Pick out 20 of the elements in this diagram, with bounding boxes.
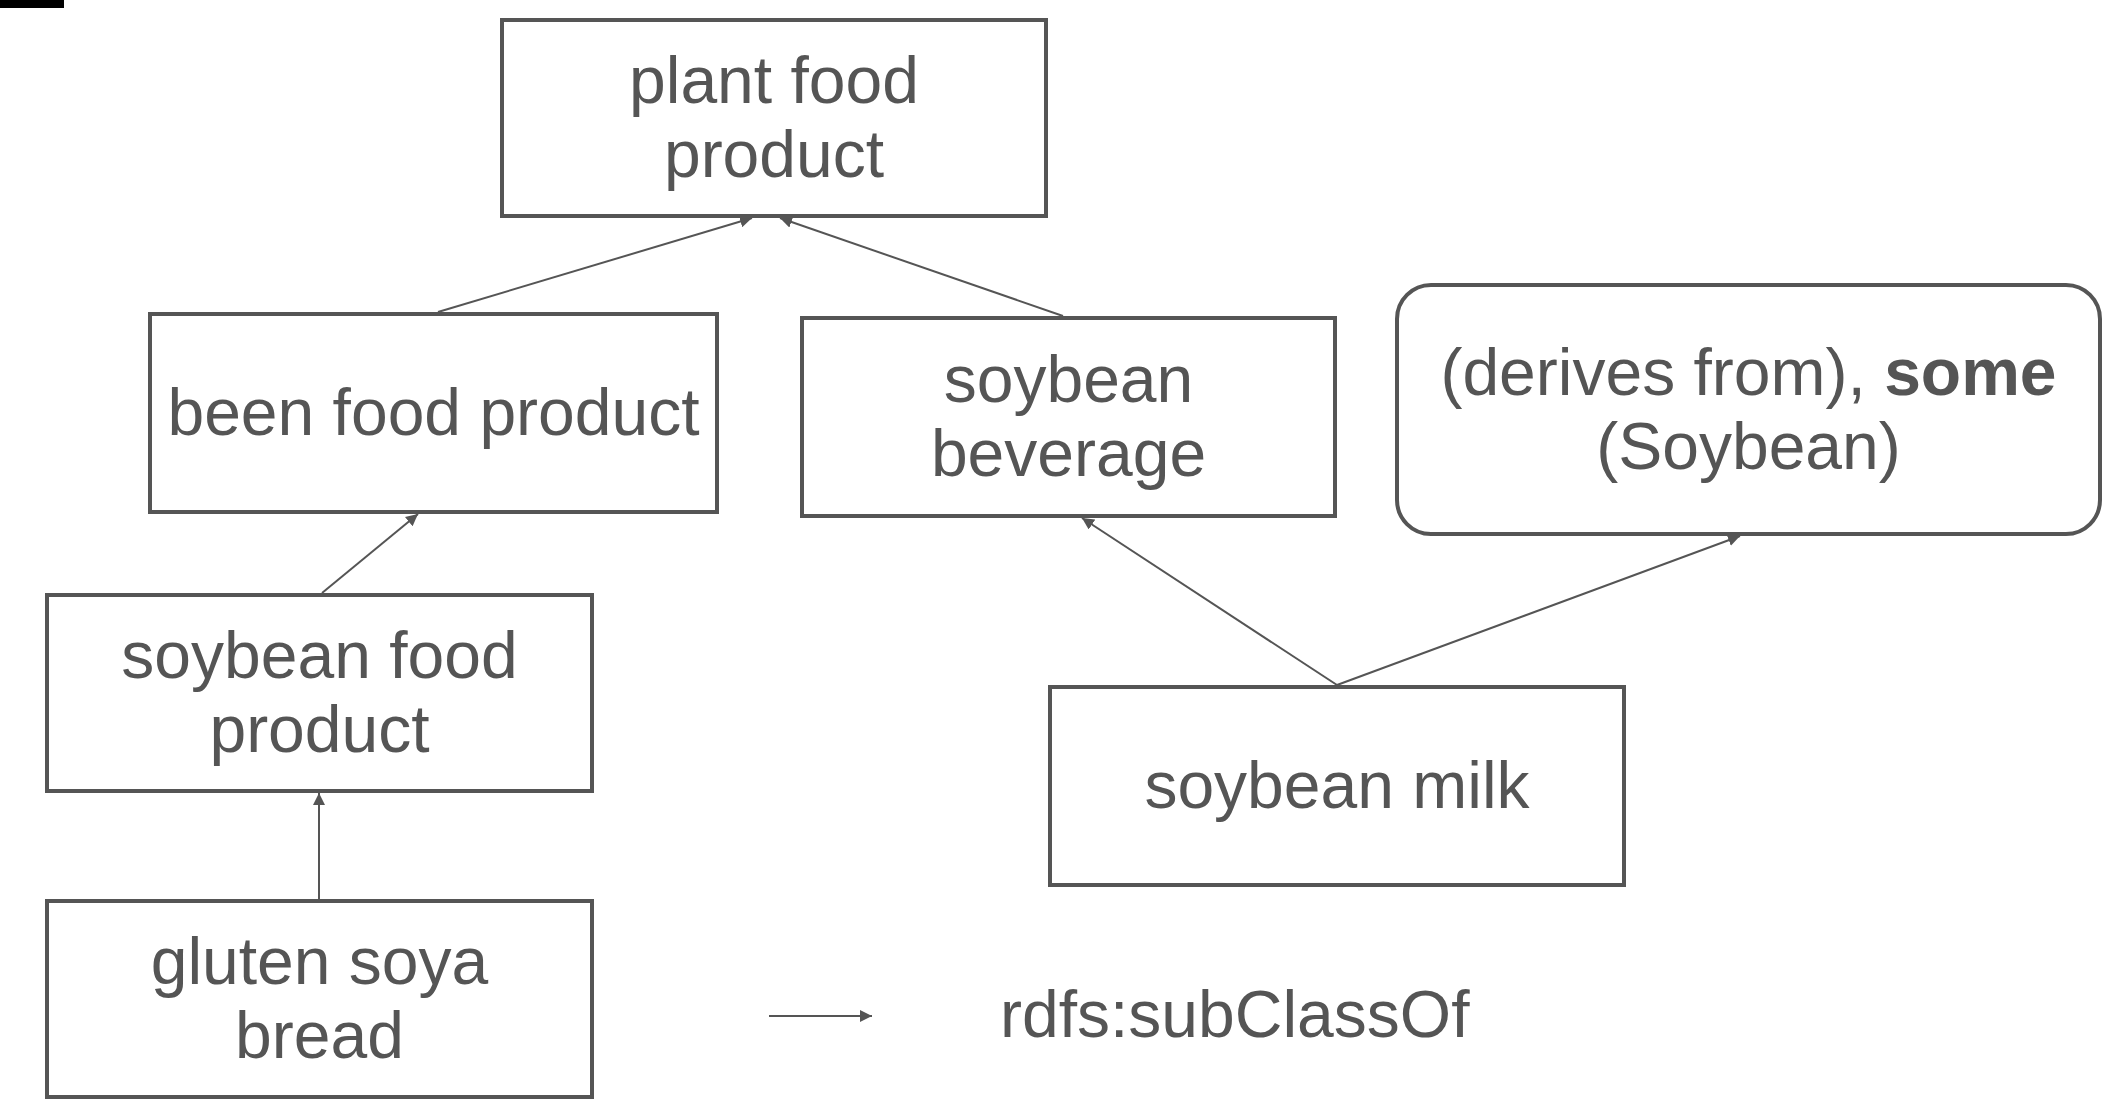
subclass-arrow — [1081, 517, 1338, 686]
class-box — [45, 593, 594, 793]
class-label: soybean milk — [1144, 749, 1530, 823]
class-box — [148, 312, 719, 514]
restriction-box — [1395, 283, 2102, 536]
class-box — [45, 899, 594, 1099]
class-box — [500, 18, 1048, 218]
legend-label: rdfs:subClassOf — [1000, 976, 1470, 1052]
class-label: gluten soya bread — [149, 925, 490, 1073]
class-label: soybean food product — [120, 619, 519, 767]
subclass-arrow — [1336, 534, 1741, 686]
class-label: been food product — [167, 376, 700, 450]
subclass-arrow — [321, 513, 419, 594]
class-box — [800, 316, 1337, 518]
subclass-arrow — [779, 216, 1064, 317]
class-label: plant food product — [628, 44, 920, 192]
class-label: (derives from), some (Soybean) — [1439, 335, 2058, 484]
class-box — [1048, 685, 1626, 887]
class-label: soybean beverage — [929, 343, 1208, 491]
subclass-arrow — [313, 792, 325, 900]
